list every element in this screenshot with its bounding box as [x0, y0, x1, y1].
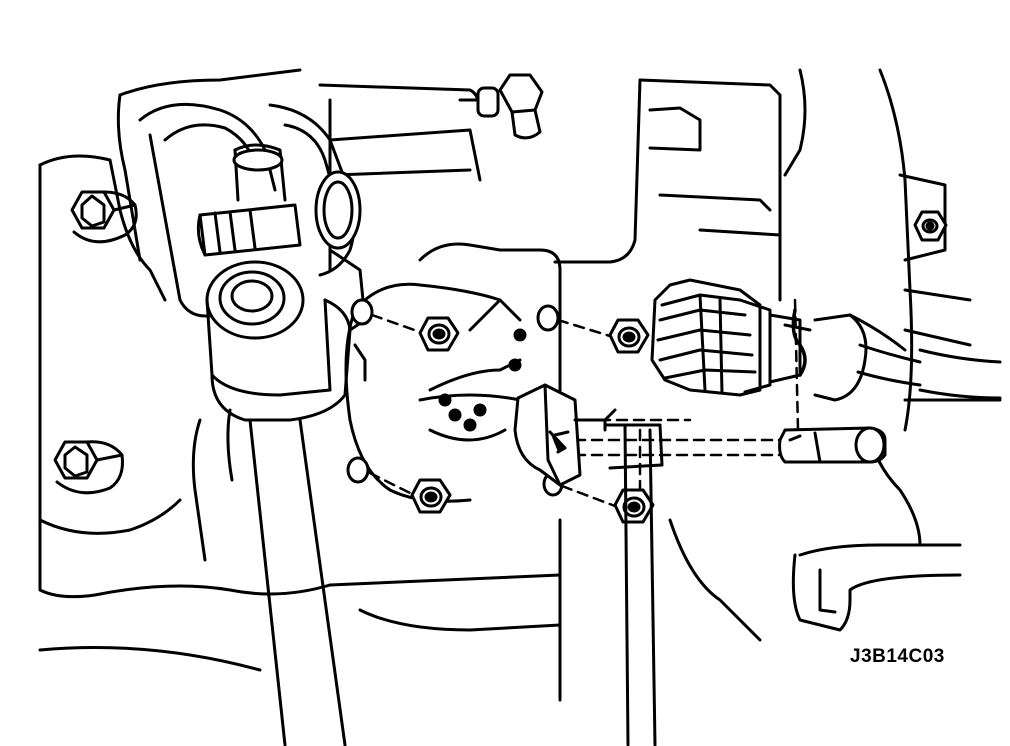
- flange-nut-lower-left: [53, 440, 124, 495]
- clutch-pedal-switch: [650, 278, 1002, 402]
- nut-lower-right: [613, 488, 655, 524]
- nut-lower-left: [410, 478, 452, 514]
- figure-code-label: J3B14C03: [850, 646, 945, 667]
- slotted-link: [603, 423, 664, 746]
- top-bolt: [458, 73, 544, 140]
- mounting-studs: [346, 298, 564, 497]
- pedal-clevis-assembly: [138, 102, 367, 422]
- exploded-view-guides: [368, 298, 800, 508]
- clevis-pin: [778, 426, 887, 464]
- upper-right-nut: [913, 210, 948, 242]
- nut-upper-left: [418, 316, 460, 352]
- nut-upper-right: [608, 318, 650, 354]
- clutch-switch-clevis: [513, 383, 617, 487]
- flange-nut-upper-left: [70, 190, 138, 244]
- pedal-arm: [191, 408, 347, 746]
